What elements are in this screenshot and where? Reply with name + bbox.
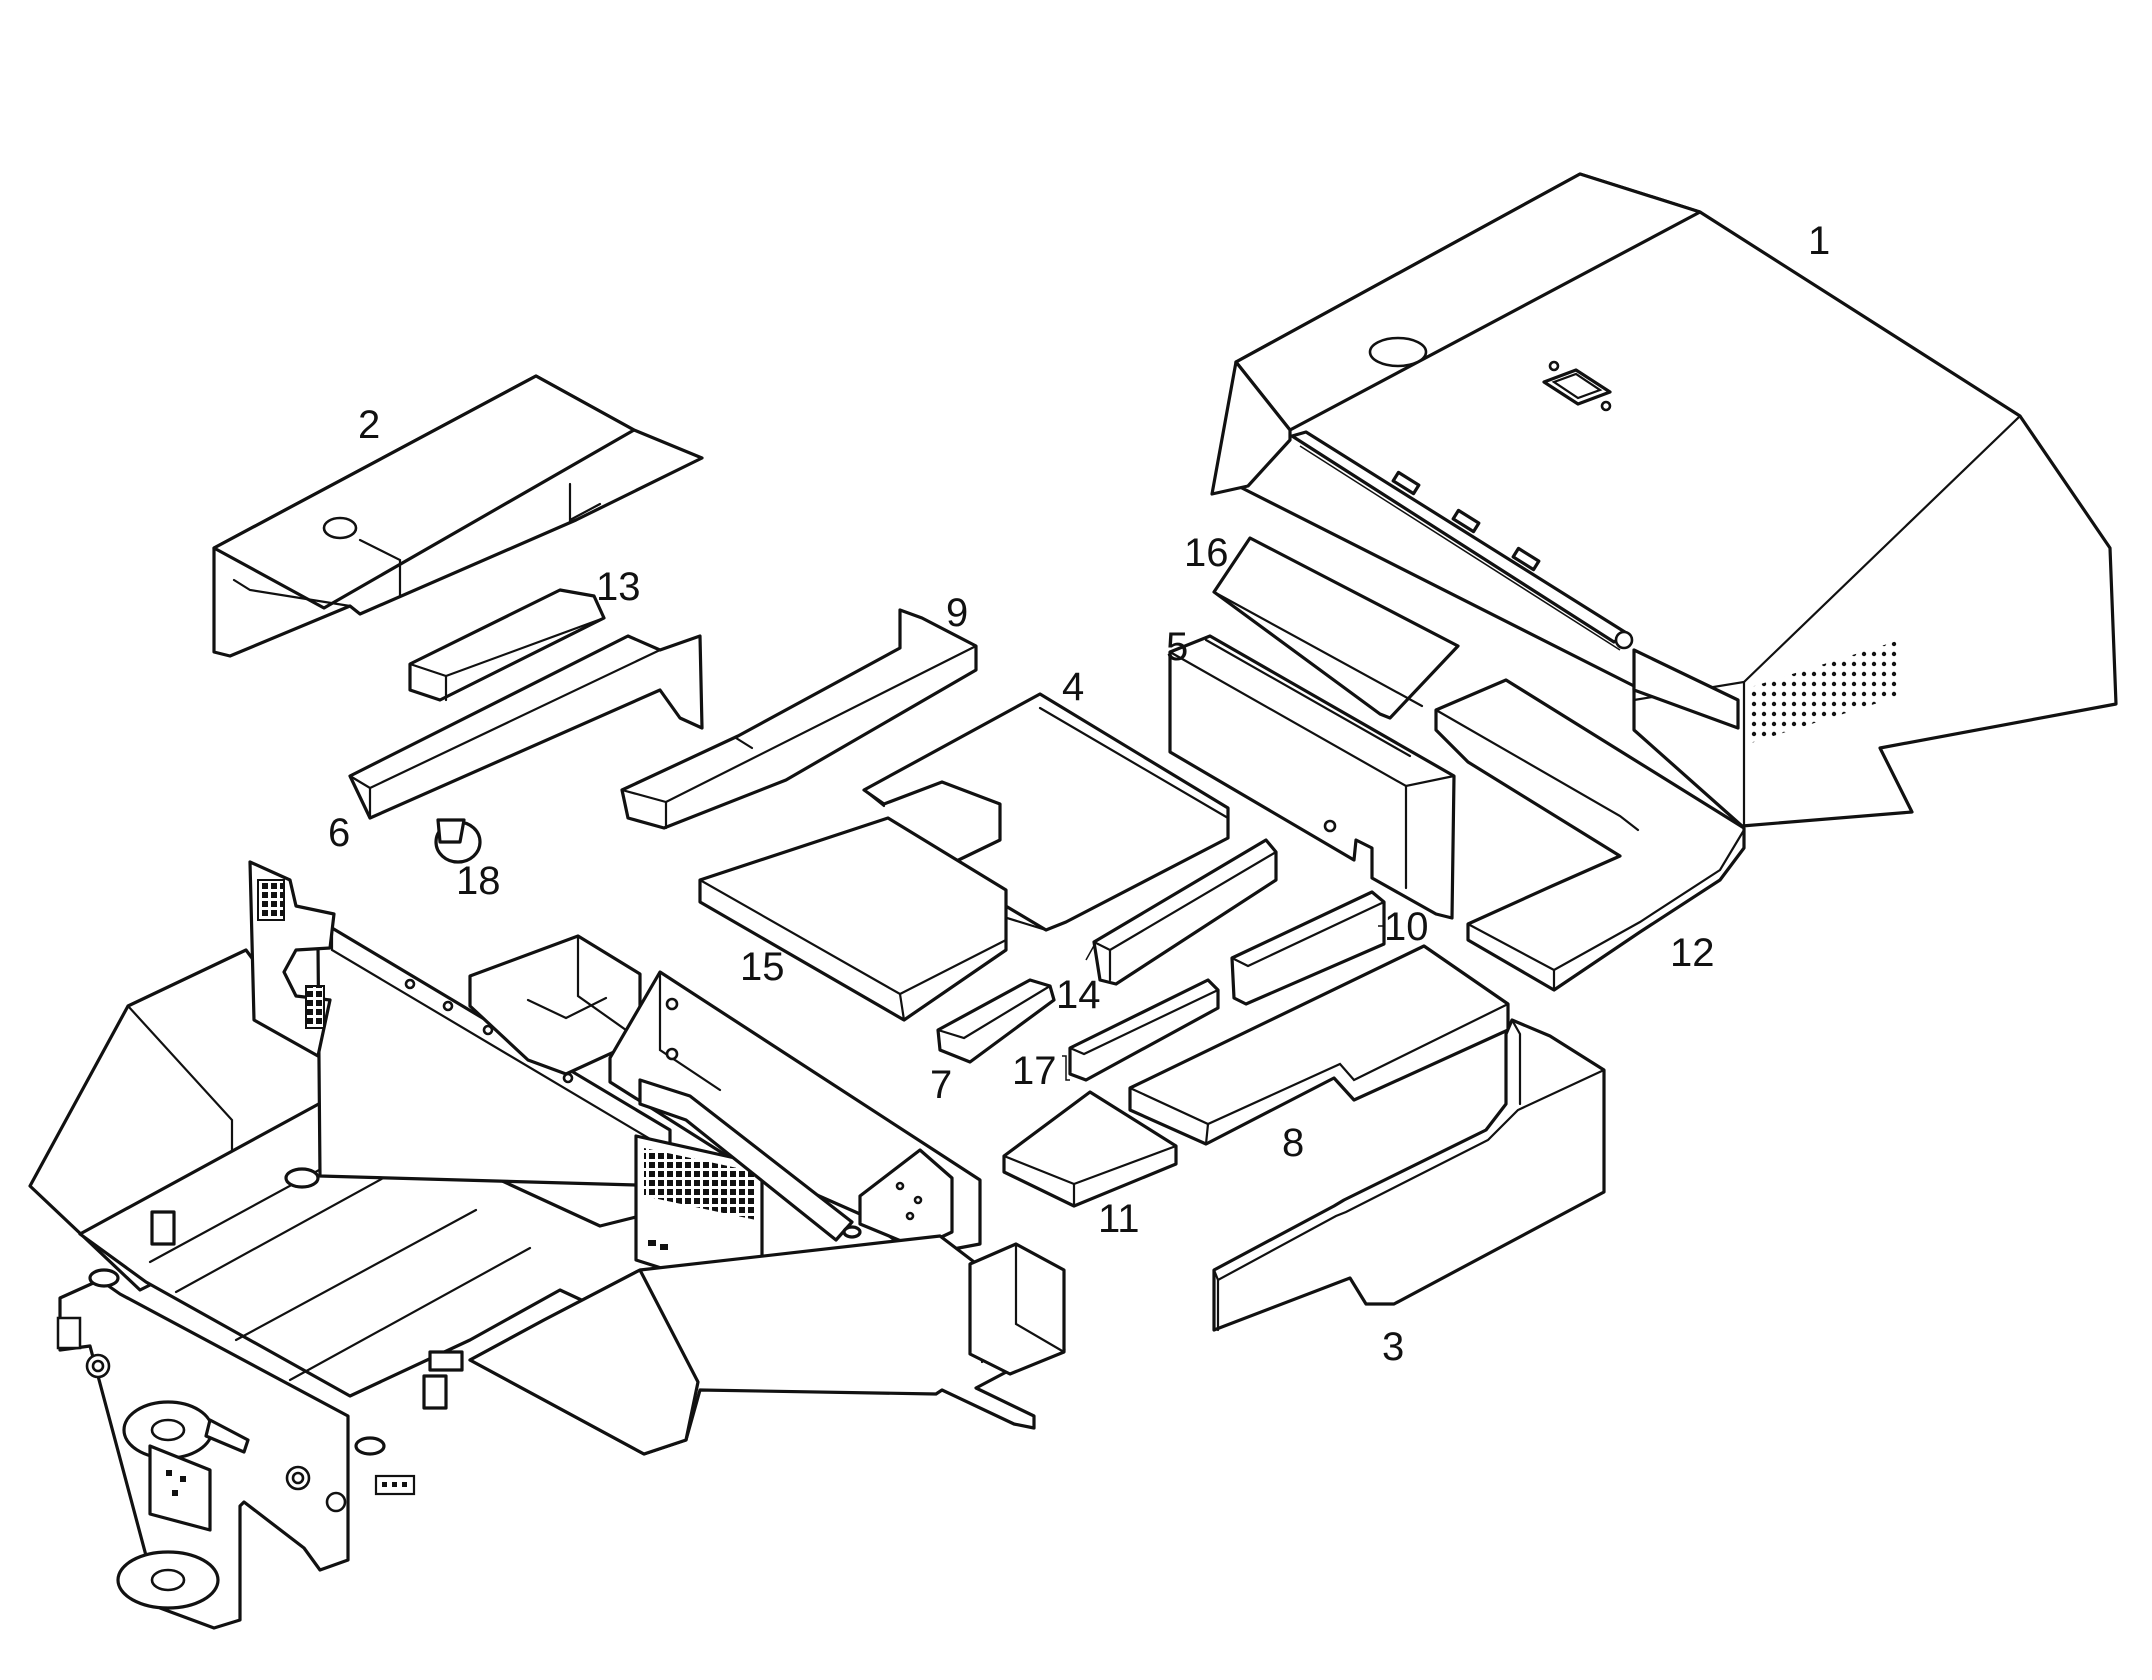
callout-13: 13 — [596, 565, 641, 609]
callout-11: 11 — [1098, 1197, 1140, 1241]
callout-16: 16 — [1184, 531, 1229, 575]
part-13-pad — [408, 588, 606, 702]
callout-2: 2 — [358, 403, 380, 447]
part-18-plug — [434, 818, 482, 864]
callout-18: 18 — [456, 859, 501, 903]
callout-15: 15 — [740, 945, 785, 989]
callout-8: 8 — [1282, 1121, 1304, 1165]
part-10-strip — [1230, 890, 1386, 1006]
callout-6: 6 — [328, 811, 350, 855]
part-9-bracket-pad — [620, 608, 978, 830]
callout-5: 5 — [1166, 625, 1188, 669]
callout-labels: 1 2 3 4 5 6 7 8 9 10 11 12 13 14 15 16 1… — [328, 219, 1830, 1369]
part-17-strip — [1068, 978, 1220, 1082]
callout-leaders — [1062, 925, 1384, 1081]
part-11-plate — [1002, 1090, 1178, 1208]
callout-9: 9 — [946, 591, 968, 635]
part-2-top-panel — [212, 374, 704, 658]
chassis-frame — [28, 860, 1066, 1630]
part-12-l-panel — [1434, 678, 1746, 992]
callout-3: 3 — [1382, 1325, 1404, 1369]
part-6-strip — [348, 634, 704, 820]
callout-7: 7 — [930, 1063, 952, 1107]
part-15-panel — [698, 816, 1008, 1022]
part-3-side-cowl — [1212, 1018, 1606, 1332]
callout-14: 14 — [1056, 973, 1101, 1017]
part-16-wedge — [1212, 536, 1460, 720]
callout-12: 12 — [1670, 931, 1715, 975]
part-8-plate — [1128, 944, 1510, 1146]
part-1-hood — [1210, 172, 2118, 828]
callout-4: 4 — [1062, 665, 1084, 709]
part-7-wedge — [936, 978, 1056, 1064]
callout-1: 1 — [1808, 219, 1830, 263]
part-5-side-panel — [1168, 634, 1456, 920]
callout-17: 17 — [1012, 1049, 1057, 1093]
part-14-pad — [1092, 838, 1278, 986]
callout-10: 10 — [1384, 905, 1429, 949]
